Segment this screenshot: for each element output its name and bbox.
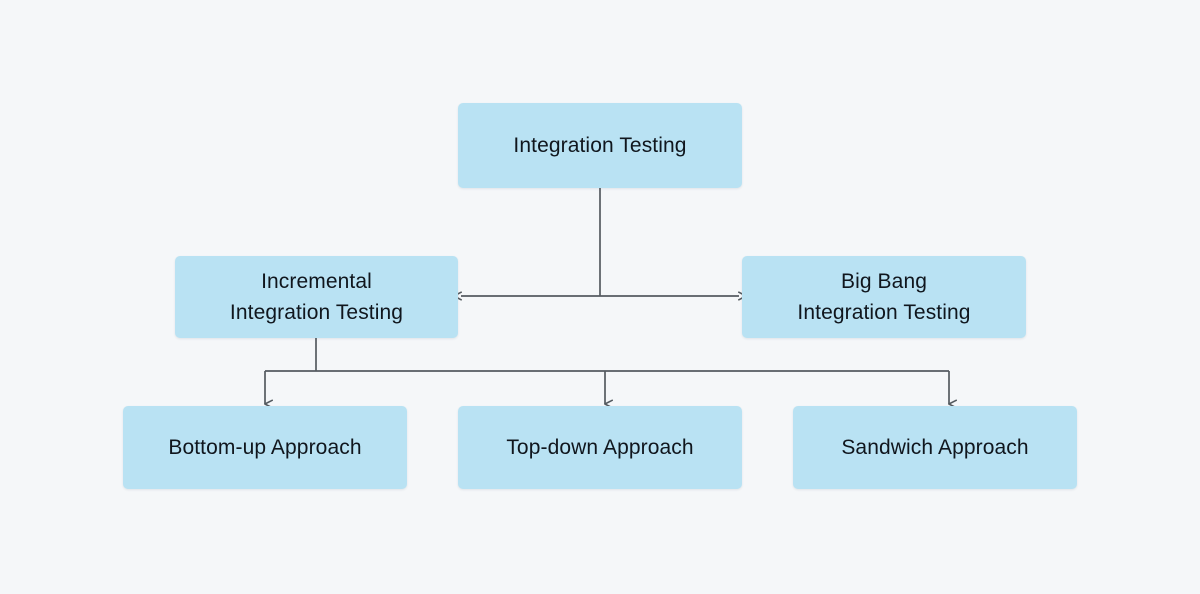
node-incremental-integration-testing-label: Incremental Integration Testing: [229, 269, 404, 325]
node-top-down-approach[interactable]: Top-down Approach: [458, 406, 742, 489]
node-integration-testing-label: Integration Testing: [513, 133, 687, 157]
node-bottom-up-approach-label: Bottom-up Approach: [168, 435, 362, 459]
node-top-down-approach-label: Top-down Approach: [506, 435, 694, 459]
node-sandwich-approach[interactable]: Sandwich Approach: [793, 406, 1077, 489]
node-big-bang-integration-testing-label: Big Bang Integration Testing: [797, 269, 971, 325]
node-big-bang-integration-testing[interactable]: Big Bang Integration Testing: [742, 256, 1026, 338]
node-bottom-up-approach[interactable]: Bottom-up Approach: [123, 406, 407, 489]
node-incremental-integration-testing[interactable]: Incremental Integration Testing: [175, 256, 458, 338]
node-integration-testing[interactable]: Integration Testing: [458, 103, 742, 188]
node-sandwich-approach-label: Sandwich Approach: [841, 435, 1029, 459]
